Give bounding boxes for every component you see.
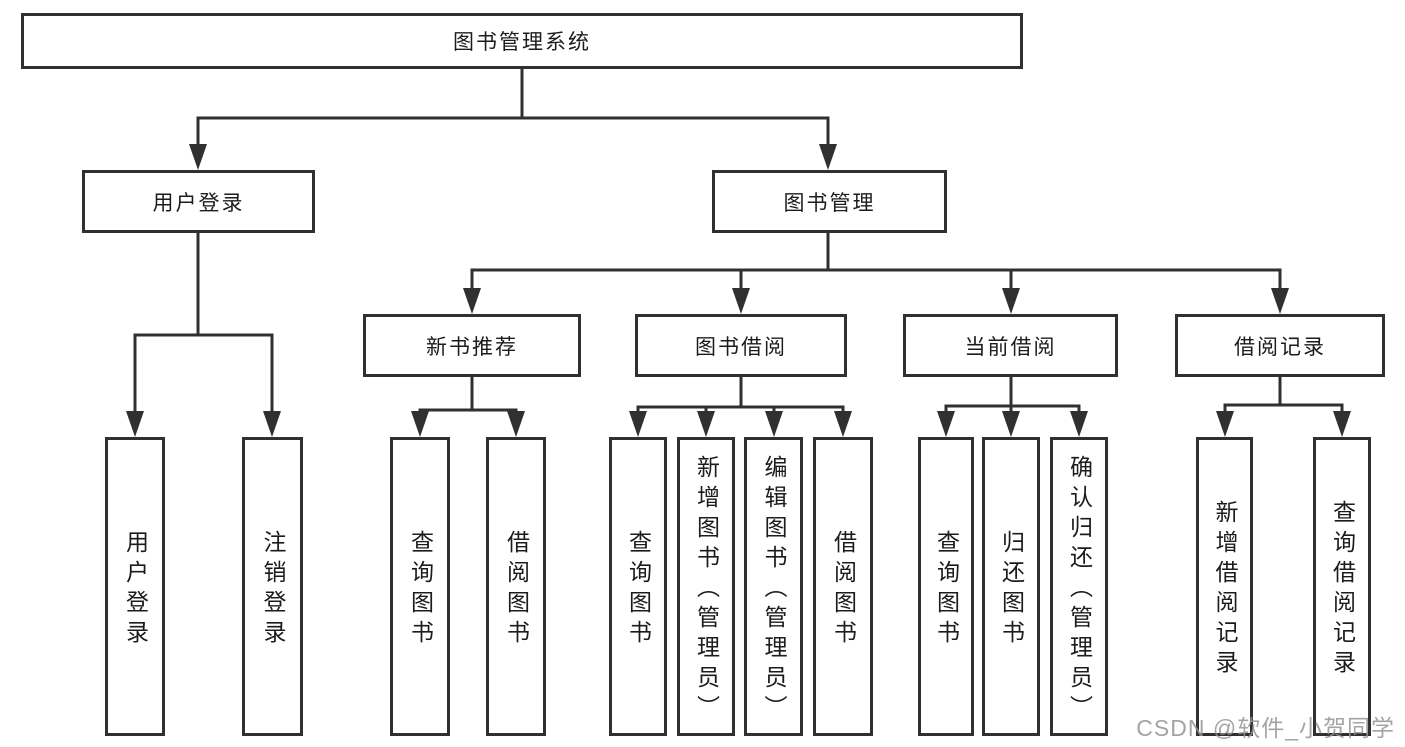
leaf-query-borrow-record: 查询借阅记录 xyxy=(1313,437,1371,736)
leaf-add-books-admin: 新增图书（管理员） xyxy=(677,437,735,736)
watermark: CSDN @软件_小贺同学 xyxy=(1136,715,1395,741)
node-library-management-system: 图书管理系统 xyxy=(21,13,1023,69)
node-user-login: 用户登录 xyxy=(82,170,315,233)
node-book-borrowing: 图书借阅 xyxy=(635,314,847,377)
leaf-cur-query-books: 查询图书 xyxy=(918,437,974,736)
leaf-logout: 注销登录 xyxy=(242,437,303,736)
leaf-borrow-query-books: 查询图书 xyxy=(609,437,667,736)
node-current-borrowing: 当前借阅 xyxy=(903,314,1118,377)
leaf-add-borrow-record: 新增借阅记录 xyxy=(1196,437,1253,736)
leaf-return-books: 归还图书 xyxy=(982,437,1040,736)
node-new-book-recommendation: 新书推荐 xyxy=(363,314,581,377)
leaf-edit-books-admin: 编辑图书（管理员） xyxy=(744,437,803,736)
node-book-management: 图书管理 xyxy=(712,170,947,233)
leaf-confirm-return-admin: 确认归还（管理员） xyxy=(1050,437,1108,736)
node-borrowing-records: 借阅记录 xyxy=(1175,314,1385,377)
leaf-borrow-borrow-books: 借阅图书 xyxy=(813,437,873,736)
leaf-rec-borrow-books: 借阅图书 xyxy=(486,437,546,736)
leaf-user-login: 用户登录 xyxy=(105,437,165,736)
leaf-rec-query-books: 查询图书 xyxy=(390,437,450,736)
